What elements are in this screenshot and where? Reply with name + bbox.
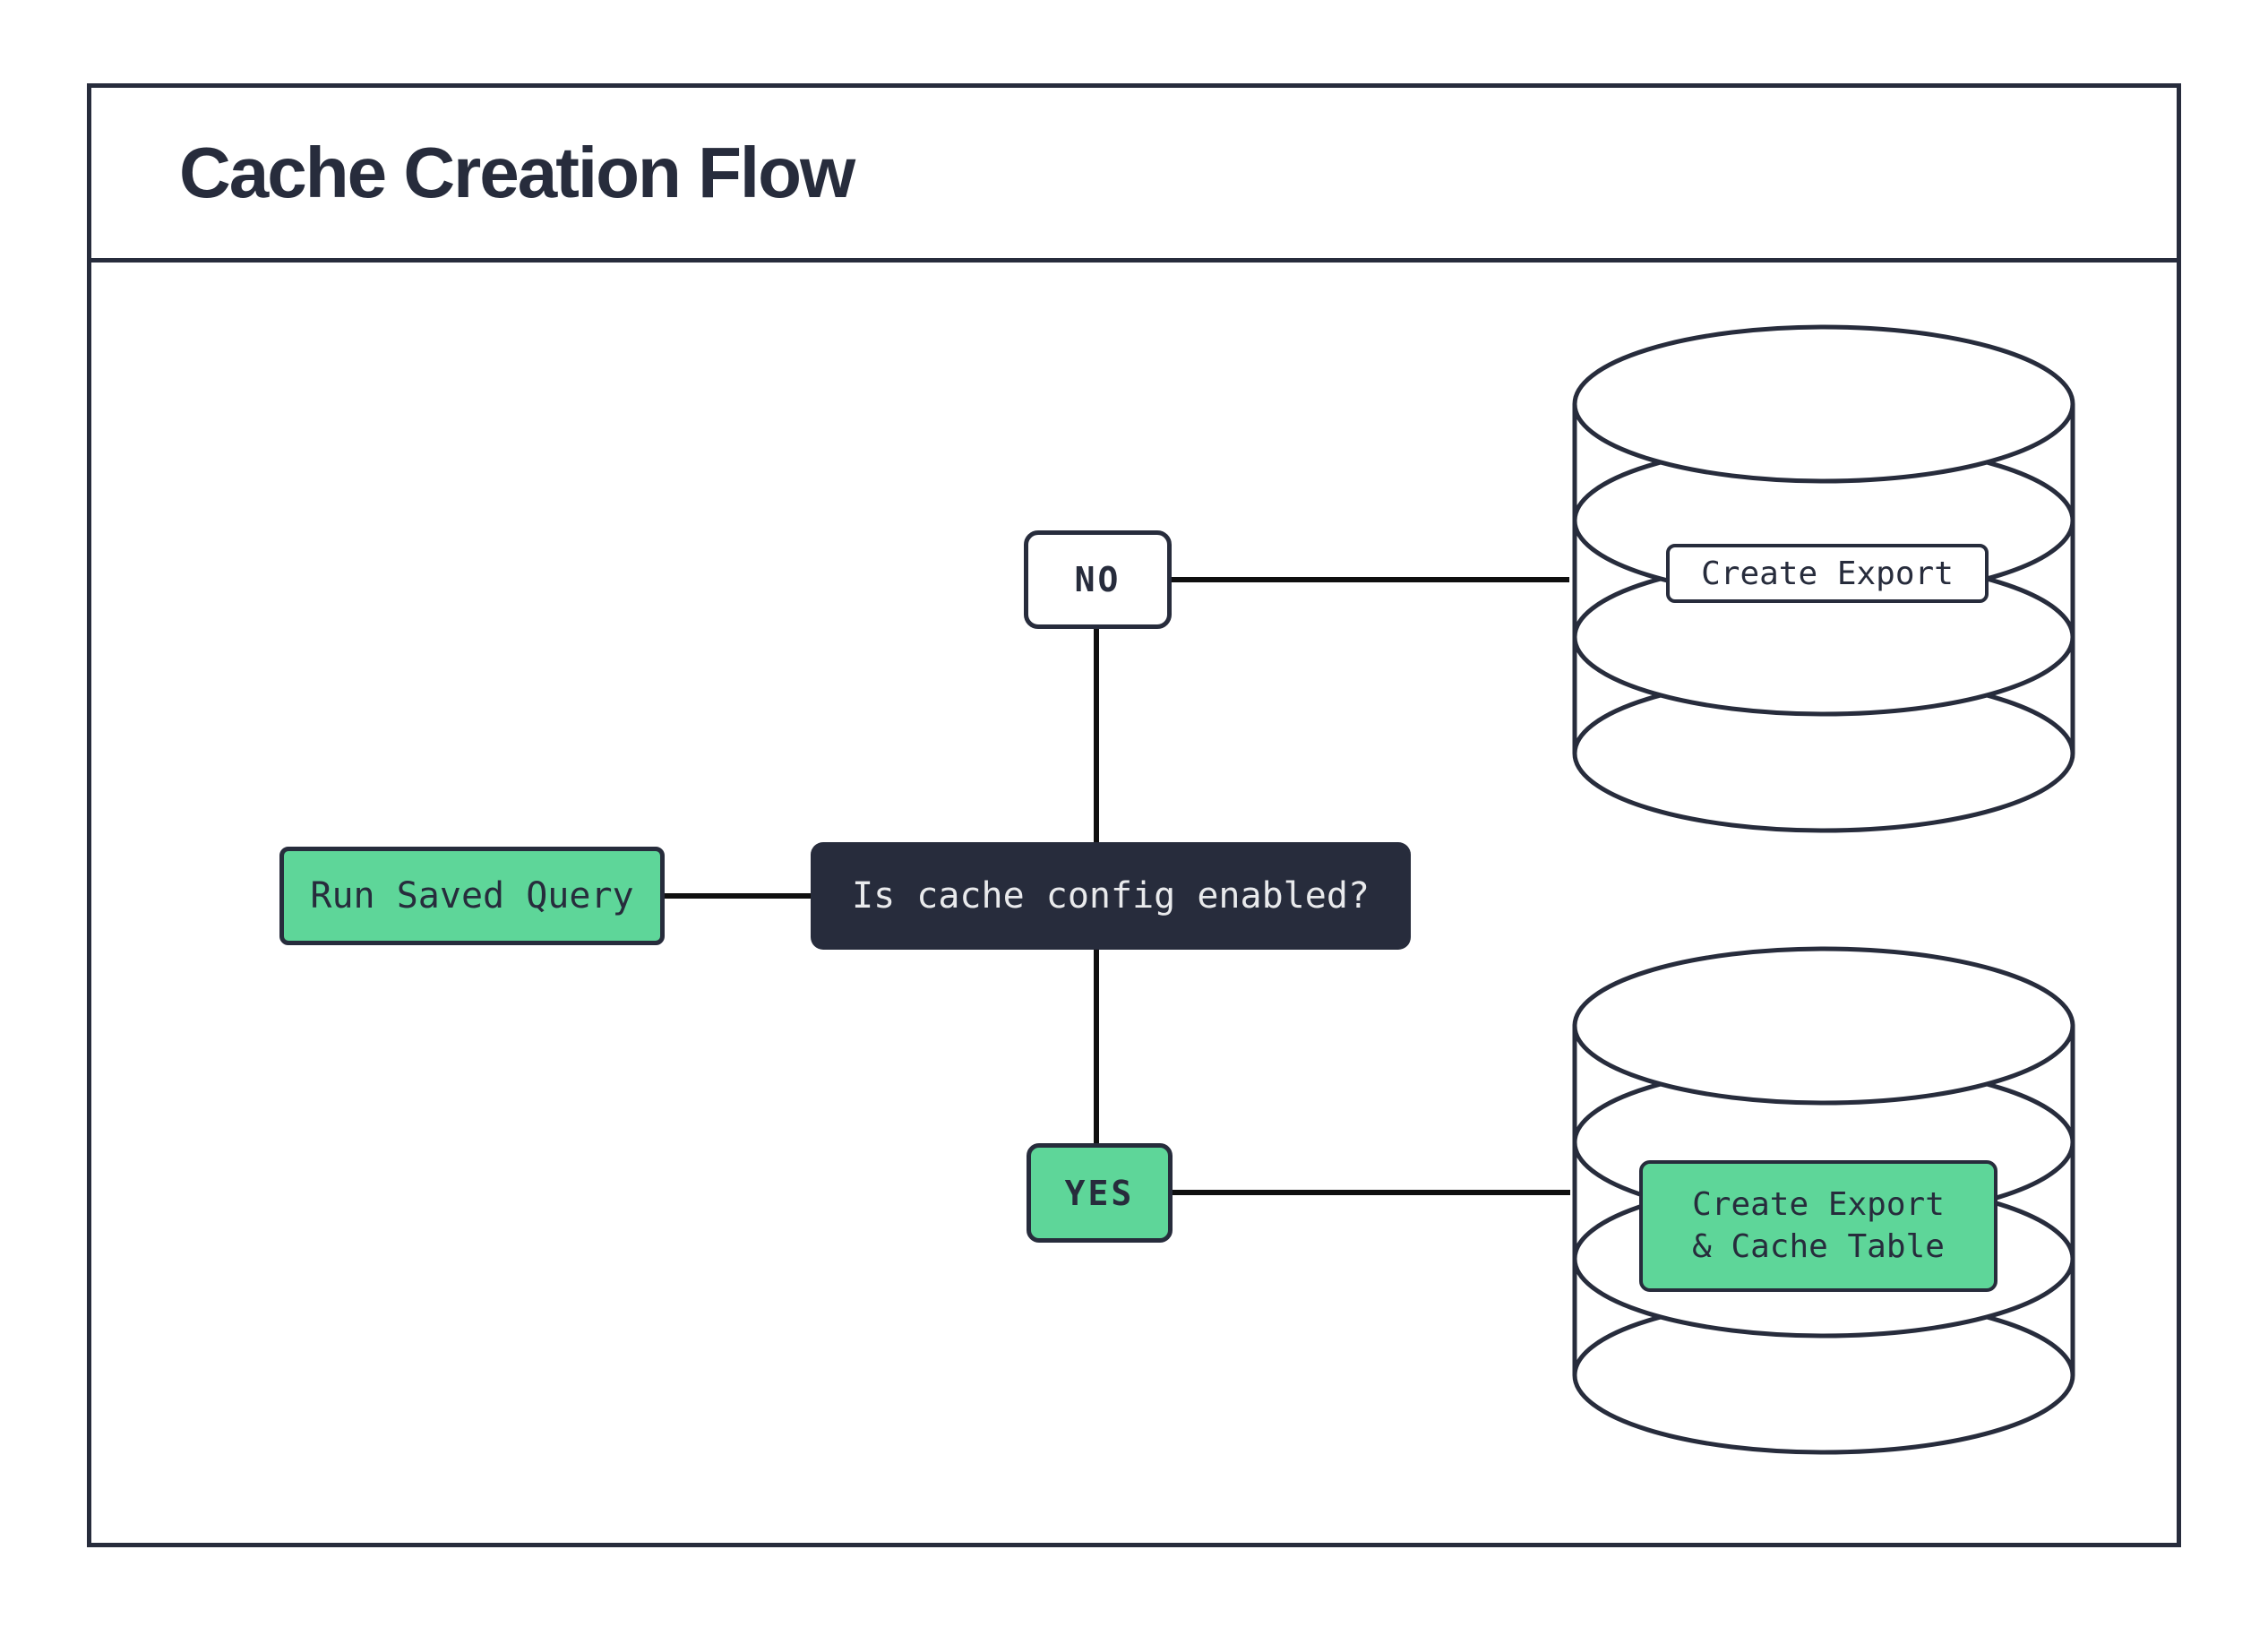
yes-result-line2: & Cache Table [1692,1227,1945,1265]
connector-no-to-database [1170,577,1569,582]
yes-result-line1: Create Export [1692,1185,1945,1223]
decision-node: Is cache config enabled? [811,842,1411,950]
start-node: Run Saved Query [279,847,665,945]
connector-decision-to-yes [1094,948,1099,1145]
connector-decision-to-no [1094,627,1099,844]
yes-branch-node: YES [1027,1143,1173,1243]
no-result-label: Create Export [1666,544,1989,603]
no-branch-node: NO [1024,530,1172,629]
title-bar: Cache Creation Flow [91,88,2177,263]
connector-start-to-decision [665,893,811,899]
connector-yes-to-database [1171,1190,1570,1195]
yes-result-label: Create Export & Cache Table [1639,1160,1997,1292]
page-title: Cache Creation Flow [179,133,855,212]
